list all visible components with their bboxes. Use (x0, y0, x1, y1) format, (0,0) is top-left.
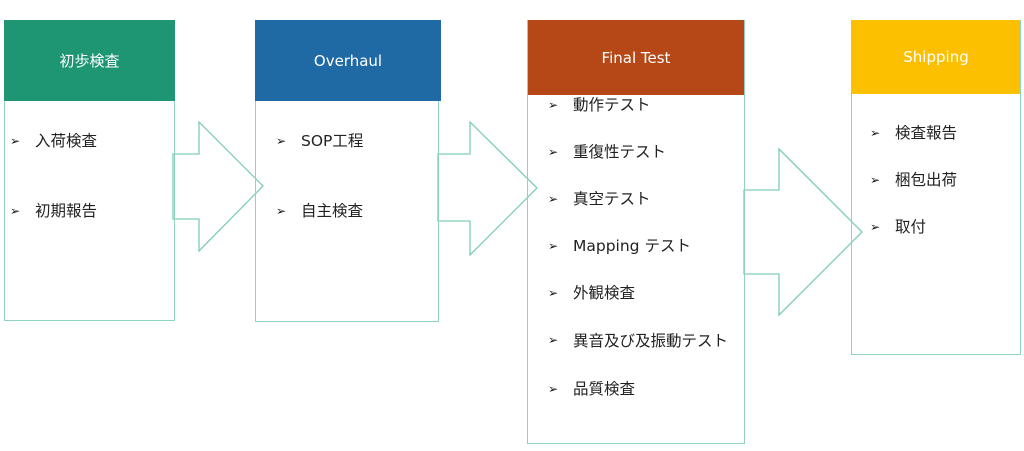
list-item: ➢Mapping テスト (548, 237, 691, 255)
arrow-bullet-icon: ➢ (548, 286, 559, 300)
list-item: ➢初期報告 (10, 202, 98, 220)
list-item: ➢真空テスト (548, 190, 651, 208)
stage-item-list: ➢SOP工程 ➢自主検査 (276, 131, 363, 221)
list-item: ➢入荷検査 (10, 132, 98, 150)
stage-item-list: ➢動作テスト ➢重復性テスト ➢真空テスト ➢Mapping テスト ➢外観検査… (548, 95, 728, 399)
stage-header: Overhaul (255, 20, 441, 101)
arrow-2 (437, 120, 538, 257)
list-item: ➢検査報告 (870, 124, 958, 142)
arrow-bullet-icon: ➢ (870, 126, 881, 140)
arrow-bullet-icon: ➢ (870, 173, 881, 187)
stage-item-list: ➢入荷検査 ➢初期報告 (10, 131, 97, 221)
list-item: ➢取付 (870, 218, 927, 236)
arrow-bullet-icon: ➢ (870, 220, 881, 234)
arrow-bullet-icon: ➢ (548, 145, 559, 159)
arrow-bullet-icon: ➢ (276, 204, 287, 218)
arrow-bullet-icon: ➢ (548, 239, 559, 253)
arrow-3 (743, 147, 863, 317)
stage-header: 初歩検査 (4, 20, 175, 101)
list-item: ➢SOP工程 (276, 132, 364, 150)
list-item: ➢梱包出荷 (870, 171, 958, 189)
arrow-1 (172, 120, 264, 253)
list-item: ➢外観検査 (548, 284, 636, 302)
arrow-bullet-icon: ➢ (548, 192, 559, 206)
arrow-bullet-icon: ➢ (548, 382, 559, 396)
arrow-bullet-icon: ➢ (10, 204, 21, 218)
arrow-bullet-icon: ➢ (10, 134, 21, 148)
stage-header: Shipping (852, 20, 1020, 94)
list-item: ➢重復性テスト (548, 143, 667, 161)
list-item: ➢自主検査 (276, 202, 364, 220)
list-item: ➢動作テスト (548, 96, 651, 114)
list-item: ➢品質検査 (548, 380, 636, 398)
stage-header: Final Test (528, 20, 744, 95)
arrow-bullet-icon: ➢ (548, 98, 559, 112)
list-item: ➢異音及び及振動テスト (548, 332, 729, 350)
stage-item-list: ➢検査報告 ➢梱包出荷 ➢取付 (870, 123, 957, 237)
arrow-bullet-icon: ➢ (548, 333, 559, 347)
arrow-bullet-icon: ➢ (276, 134, 287, 148)
